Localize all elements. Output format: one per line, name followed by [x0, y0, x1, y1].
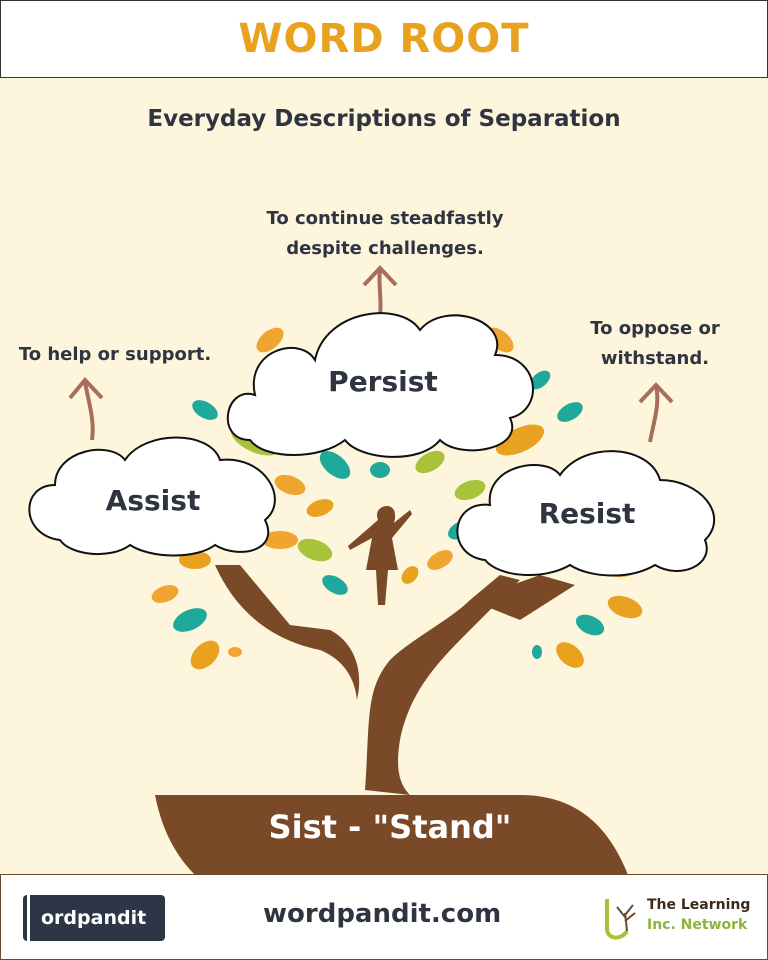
page-title: WORD ROOT	[238, 16, 530, 62]
wordpandit-logo[interactable]: ordpandit	[23, 895, 165, 941]
meaning-line: To help or support.	[18, 344, 212, 365]
logo-text: ordpandit	[41, 907, 147, 929]
tree-illustration	[28, 265, 716, 875]
assist-meaning: To help or support.	[0, 340, 230, 370]
partner-line2: Inc. Network	[647, 917, 748, 933]
persist-meaning: To continue steadfastly despite challeng…	[230, 204, 540, 264]
meaning-line: To oppose or	[590, 318, 720, 339]
girl-silhouette	[348, 505, 412, 605]
footer: ordpandit wordpandit.com The Learning In…	[0, 874, 768, 960]
header: WORD ROOT	[0, 0, 768, 78]
word-assist: Assist	[105, 484, 201, 517]
partner-line1: The Learning	[647, 897, 751, 913]
tree-u-icon	[605, 899, 636, 940]
trunk-and-hands	[365, 575, 520, 795]
clouds	[28, 312, 716, 577]
ground	[155, 795, 628, 875]
leaves	[151, 327, 643, 670]
word-resist: Resist	[538, 497, 636, 530]
subtitle: Everyday Descriptions of Separation	[147, 106, 621, 132]
meaning-line: To continue steadfastly	[266, 208, 504, 229]
word-persist: Persist	[328, 365, 438, 398]
meaning-line: withstand.	[600, 348, 710, 369]
bookmark-w-icon	[27, 895, 39, 941]
arrows	[68, 265, 674, 443]
word-root-label: Sist - "Stand"	[268, 808, 512, 846]
learning-inc-logo[interactable]: The Learning Inc. Network	[601, 895, 761, 943]
site-link[interactable]: wordpandit.com	[263, 899, 502, 929]
meaning-line: despite challenges.	[286, 238, 484, 259]
resist-meaning: To oppose or withstand.	[560, 314, 750, 374]
